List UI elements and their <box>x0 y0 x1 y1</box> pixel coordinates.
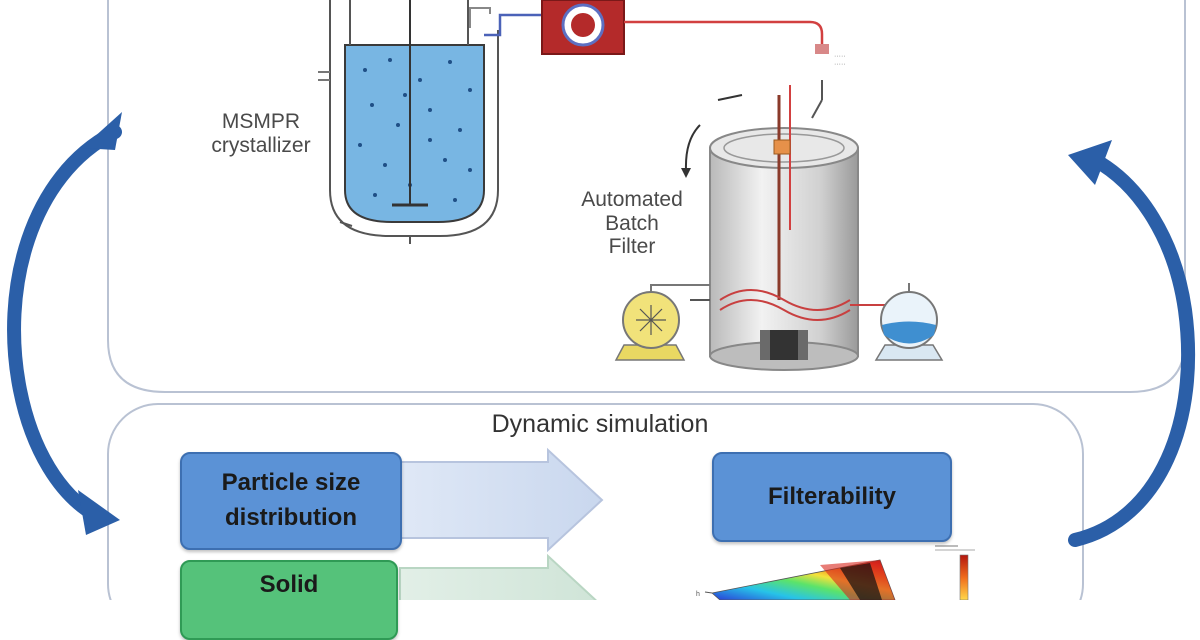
filter-cylinder <box>709 147 859 357</box>
workflow-diagram: ····· ····· <box>7 0 1195 600</box>
msmpr-crystallizer-label: MSMPR crystallizer <box>211 110 311 157</box>
particle-size-distribution-box: Particle size distribution <box>180 452 402 550</box>
transfer-pump: ····· ····· <box>469 0 846 119</box>
solid-box: Solid <box>180 560 398 640</box>
left-cycle-arrow <box>7 112 122 535</box>
filterability-box: Filterability <box>712 452 952 542</box>
svg-text:·····: ····· <box>834 61 846 68</box>
vacuum-pump <box>614 284 710 361</box>
solid-label: Solid <box>259 571 319 598</box>
solid-flow-arrow <box>399 553 597 600</box>
crystallizer-liquid <box>344 44 485 223</box>
automated-batch-filter <box>681 85 890 371</box>
filterability-surface-plot: h <box>696 545 975 600</box>
msmpr-crystallizer <box>318 0 499 244</box>
svg-text:·····: ····· <box>834 53 846 60</box>
svg-text:h: h <box>696 591 700 598</box>
simulation-title: Dynamic simulation <box>491 410 709 438</box>
right-cycle-arrow <box>1068 140 1195 547</box>
batch-filter-label: Automated Batch Filter <box>581 188 683 259</box>
psd-flow-arrow <box>399 447 604 553</box>
particle-size-distribution-label: Particle size distribution <box>221 469 361 531</box>
filterability-label: Filterability <box>767 482 897 510</box>
collection-vessel <box>874 283 944 361</box>
